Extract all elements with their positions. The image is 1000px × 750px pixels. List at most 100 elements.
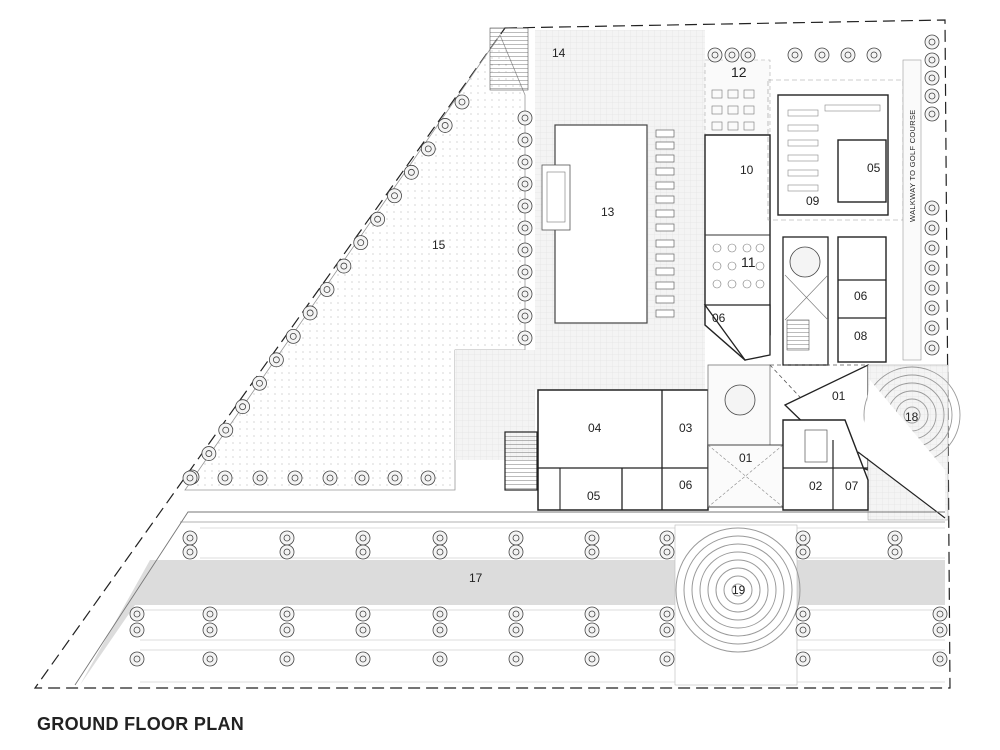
tree-canopy-inner	[222, 426, 230, 434]
tree-canopy-inner	[374, 215, 382, 223]
tree-icon	[432, 651, 448, 667]
room-06-right	[837, 236, 887, 363]
room-06-restaurant	[703, 304, 771, 361]
tree-icon	[707, 47, 723, 63]
label-room-09: 09	[806, 194, 820, 208]
tree-icon	[517, 154, 533, 170]
tree-canopy-inner	[289, 332, 297, 340]
tree-icon	[355, 651, 371, 667]
tree-canopy-inner	[436, 626, 444, 634]
courtyard-tree-icon	[724, 384, 756, 416]
tree-canopy-inner	[663, 655, 671, 663]
tree-icon	[517, 110, 533, 126]
tree-canopy-inner	[205, 450, 213, 457]
tree-canopy-inner	[186, 474, 194, 482]
tree-icon	[932, 651, 948, 667]
tree-icon	[355, 606, 371, 622]
tree-canopy-inner	[799, 610, 807, 618]
tree-icon	[319, 282, 335, 297]
dining-tables-12	[711, 89, 755, 131]
tree-icon	[279, 622, 295, 638]
entry-steps	[489, 27, 529, 91]
tree-canopy-inner	[359, 626, 367, 634]
plan-title: GROUND FLOOR PLAN	[37, 714, 245, 734]
tree-canopy-inner	[928, 244, 936, 252]
site-boundary	[33, 19, 951, 689]
tree-icon	[724, 47, 740, 63]
tree-canopy-inner	[663, 534, 671, 542]
tree-canopy-inner	[359, 610, 367, 618]
tree-icon	[924, 220, 940, 236]
tree-icon	[279, 530, 295, 546]
stair-core-left	[504, 431, 538, 491]
tree-canopy-inner	[928, 92, 936, 100]
tree-canopy-inner	[521, 246, 529, 254]
label-room-01-upper: 01	[832, 389, 846, 403]
tree-canopy-inner	[791, 51, 799, 59]
tree-canopy-inner	[799, 534, 807, 542]
tree-icon	[354, 470, 370, 486]
tree-icon	[287, 470, 303, 486]
tree-icon	[202, 606, 218, 622]
tree-icon	[787, 47, 803, 63]
tree-canopy-inner	[844, 51, 852, 59]
label-room-05-lower: 05	[587, 489, 601, 503]
tree-canopy-inner	[391, 192, 398, 200]
tree-canopy-inner	[521, 180, 529, 188]
tree-canopy-inner	[663, 610, 671, 618]
plaza-19-ground	[674, 524, 798, 686]
tree-icon	[336, 258, 352, 274]
tree-canopy-inner	[186, 534, 194, 542]
label-room-12: 12	[731, 64, 747, 80]
label-room-05-upper: 05	[867, 161, 881, 175]
tree-canopy-inner	[928, 56, 936, 64]
tree-canopy-inner	[436, 610, 444, 618]
tree-canopy-inner	[239, 403, 247, 411]
tree-icon	[432, 530, 448, 546]
tree-canopy-inner	[283, 655, 291, 663]
tree-icon	[252, 375, 267, 391]
tree-icon	[659, 651, 675, 667]
tree-icon	[795, 606, 811, 622]
tree-icon	[403, 164, 419, 180]
tree-canopy-inner	[340, 262, 348, 270]
tree-canopy-inner	[588, 626, 596, 634]
tree-icon	[387, 188, 402, 204]
tree-canopy-inner	[359, 548, 367, 556]
tree-icon	[508, 530, 524, 546]
tree-icon	[129, 622, 145, 638]
label-room-01-lower: 01	[739, 451, 753, 465]
tree-canopy-inner	[928, 224, 936, 232]
tree-canopy-inner	[306, 309, 314, 317]
tree-canopy-inner	[512, 626, 520, 634]
tree-canopy-inner	[588, 534, 596, 542]
tree-canopy-inner	[928, 110, 936, 118]
tree-canopy-inner	[424, 145, 432, 153]
tree-canopy-inner	[436, 548, 444, 556]
tree-canopy-inner	[283, 534, 291, 542]
tree-icon	[584, 606, 600, 622]
tree-canopy-inner	[936, 655, 944, 663]
tree-icon	[508, 606, 524, 622]
tree-icon	[129, 651, 145, 667]
parking-boundary	[74, 511, 945, 686]
tree-icon	[420, 470, 436, 486]
tree-canopy-inner	[512, 534, 520, 542]
tree-icon	[795, 530, 811, 546]
label-room-10: 10	[740, 163, 754, 177]
tree-icon	[508, 544, 524, 560]
tree-icon	[924, 52, 940, 68]
tree-icon	[508, 622, 524, 638]
label-room-11: 11	[741, 254, 756, 270]
tree-icon	[924, 300, 940, 316]
tree-canopy-inner	[711, 51, 719, 59]
tree-canopy-inner	[521, 158, 529, 166]
tree-icon	[866, 47, 882, 63]
tree-icon	[182, 470, 198, 486]
tree-icon	[387, 470, 403, 486]
dining-tables-11	[712, 243, 765, 289]
tree-icon	[517, 286, 533, 302]
trees-layer	[129, 34, 948, 667]
tree-icon	[659, 622, 675, 638]
